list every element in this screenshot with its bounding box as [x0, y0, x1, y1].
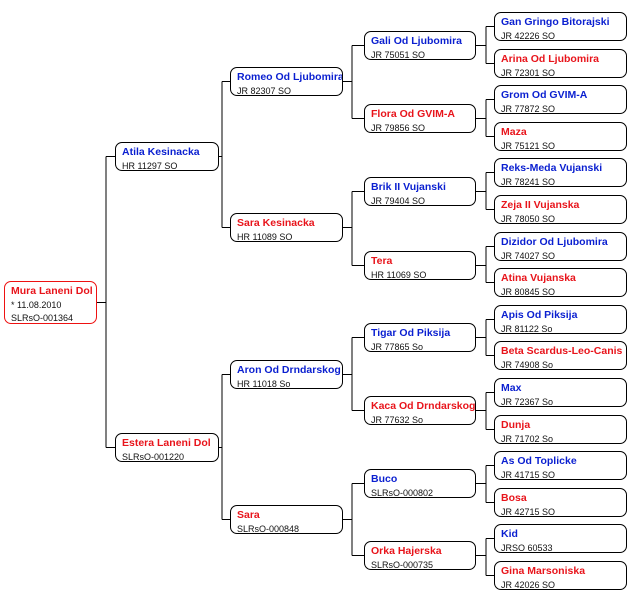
dog-name: Tigar Od Piksija — [371, 327, 451, 339]
pedigree-dog-card: Atina Vujanska JR 80845 SO — [494, 268, 627, 297]
dog-registration: JRSO 60533 — [501, 543, 553, 553]
pedigree-dog-card: Kaca Od Drndarskog JR 77632 So — [364, 396, 476, 425]
dog-registration: JR 78050 SO — [501, 214, 556, 224]
dog-name: Maza — [501, 126, 527, 138]
dog-registration: JR 75121 SO — [501, 141, 556, 151]
dog-name: Beta Scardus-Leo-Canis — [501, 345, 623, 357]
pedigree-dog-card: Flora Od GVIM-A JR 79856 SO — [364, 104, 476, 133]
dog-name: Grom Od GVIM-A — [501, 89, 588, 101]
dog-registration: JR 78241 SO — [501, 177, 556, 187]
dog-name: Apis Od Piksija — [501, 309, 578, 321]
dog-registration: JR 74027 SO — [501, 251, 556, 261]
dog-registration: * 11.08.2010 — [11, 300, 62, 310]
dog-registration: JR 79404 SO — [371, 196, 426, 206]
dog-name: Gan Gringo Bitorajski — [501, 16, 610, 28]
dog-name: Flora Od GVIM-A — [371, 108, 455, 120]
dog-registration: JR 71702 So — [501, 434, 554, 444]
dog-name: Romeo Od Ljubomira — [237, 71, 343, 83]
dog-registration: JR 77632 So — [371, 415, 424, 425]
pedigree-dog-card: Tigar Od Piksija JR 77865 So — [364, 323, 476, 352]
dog-registration: JR 80845 SO — [501, 287, 556, 297]
dog-name: Atina Vujanska — [501, 272, 576, 284]
pedigree-dog-card: Gan Gringo Bitorajski JR 42226 SO — [494, 12, 627, 41]
pedigree-dog-card: Grom Od GVIM-A JR 77872 SO — [494, 85, 627, 114]
pedigree-dog-card: Atila Kesinacka HR 11297 SO — [115, 142, 219, 171]
dog-registration: HR 11018 So — [237, 379, 291, 389]
pedigree-dog-card: As Od Toplicke JR 41715 SO — [494, 451, 627, 480]
dog-registration: JR 82307 SO — [237, 86, 292, 96]
dog-registration: SLRsO-001220 — [122, 452, 185, 462]
dog-name: Sara — [237, 509, 260, 521]
dog-registration: JR 79856 SO — [371, 123, 426, 133]
pedigree-dog-card: Dizidor Od Ljubomira JR 74027 SO — [494, 232, 627, 261]
dog-registration: JR 42715 SO — [501, 507, 556, 517]
dog-registration: SLRsO-000735 — [371, 560, 434, 570]
dog-name: Gina Marsoniska — [501, 565, 586, 577]
dog-name: Orka Hajerska — [371, 545, 442, 557]
dog-name: Arina Od Ljubomira — [501, 53, 600, 65]
pedigree-dog-card: Romeo Od Ljubomira JR 82307 SO — [230, 67, 343, 96]
dog-name: Tera — [371, 255, 393, 267]
dog-registration: JR 72367 So — [501, 397, 554, 407]
dog-name: Estera Laneni Dol — [122, 437, 211, 449]
dog-name: As Od Toplicke — [501, 455, 577, 467]
dog-name: Zeja II Vujanska — [501, 199, 580, 211]
pedigree-dog-card: Arina Od Ljubomira JR 72301 SO — [494, 49, 627, 78]
dog-name: Mura Laneni Dol — [11, 285, 93, 297]
dog-name: Sara Kesinacka — [237, 217, 315, 229]
dog-name: Kaca Od Drndarskog — [371, 400, 476, 412]
dog-name: Brik II Vujanski — [371, 181, 446, 193]
pedigree-dog-card: Brik II Vujanski JR 79404 SO — [364, 177, 476, 206]
dog-registration: SLRsO-001364 — [11, 313, 74, 323]
pedigree-dog-card: Aron Od Drndarskog HR 11018 So — [230, 360, 343, 389]
dog-registration: JR 81122 So — [501, 324, 553, 334]
pedigree-dog-card: Bosa JR 42715 SO — [494, 488, 627, 517]
dog-registration: SLRsO-000848 — [237, 524, 300, 534]
dog-registration: JR 77865 So — [371, 342, 424, 352]
pedigree-dog-card: Zeja II Vujanska JR 78050 SO — [494, 195, 627, 224]
pedigree-dog-card: Gina Marsoniska JR 42026 SO — [494, 561, 627, 590]
dog-registration: JR 41715 SO — [501, 470, 556, 480]
dog-registration: JR 42026 SO — [501, 580, 556, 590]
dog-registration: JR 75051 SO — [371, 50, 426, 60]
dog-name: Dizidor Od Ljubomira — [501, 236, 608, 248]
dog-name: Dunja — [501, 419, 531, 431]
pedigree-dog-card: Maza JR 75121 SO — [494, 122, 627, 151]
pedigree-dog-card: Tera HR 11069 SO — [364, 251, 476, 280]
dog-name: Reks-Meda Vujanski — [501, 162, 603, 174]
dog-registration: HR 11089 SO — [237, 232, 293, 242]
dog-registration: SLRsO-000802 — [371, 488, 434, 498]
dog-registration: JR 42226 SO — [501, 31, 556, 41]
pedigree-dog-card: Beta Scardus-Leo-Canis JR 74908 So — [494, 341, 627, 370]
pedigree-dog-card: Reks-Meda Vujanski JR 78241 SO — [494, 158, 627, 187]
dog-name: Buco — [371, 473, 398, 485]
dog-registration: HR 11069 SO — [371, 270, 427, 280]
dog-registration: HR 11297 SO — [122, 161, 178, 171]
pedigree-dog-card: Gali Od Ljubomira JR 75051 SO — [364, 31, 476, 60]
pedigree-dog-card: Dunja JR 71702 So — [494, 415, 627, 444]
dog-name: Atila Kesinacka — [122, 146, 200, 158]
pedigree-dog-card: Sara Kesinacka HR 11089 SO — [230, 213, 343, 242]
dog-registration: JR 74908 So — [501, 360, 554, 370]
dog-registration: JR 77872 SO — [501, 104, 556, 114]
dog-name: Gali Od Ljubomira — [371, 35, 463, 47]
dog-registration: JR 72301 SO — [501, 68, 556, 78]
dog-name: Aron Od Drndarskog — [237, 364, 341, 376]
dog-name: Bosa — [501, 492, 527, 504]
pedigree-dog-card: Max JR 72367 So — [494, 378, 627, 407]
dog-name: Max — [501, 382, 522, 394]
dog-name: Kid — [501, 528, 518, 540]
pedigree-dog-card: Apis Od Piksija JR 81122 So — [494, 305, 627, 334]
